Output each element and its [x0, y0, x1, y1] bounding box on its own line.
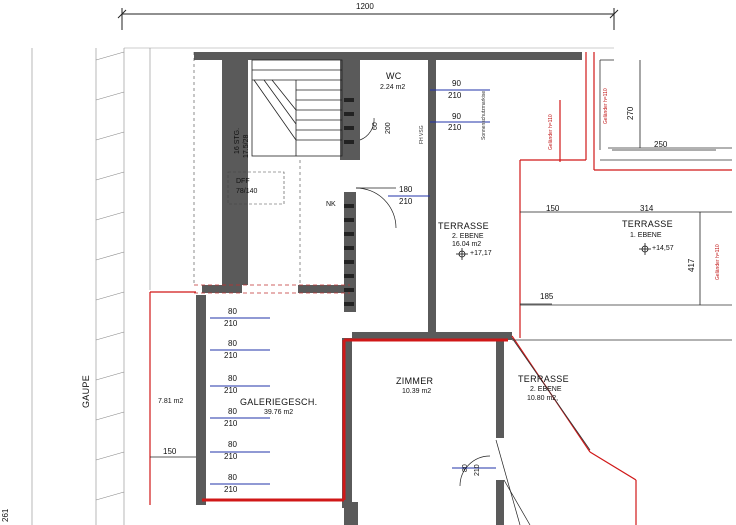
dff-size: 78/140 [236, 188, 258, 195]
terrace-first-name: TERRASSE [622, 219, 673, 229]
level-symbols [456, 243, 651, 260]
gallery-name: GALERIEGESCH. [240, 397, 318, 407]
wc-room-name: WC [386, 71, 402, 81]
corridor-door-width: 180 [399, 185, 413, 194]
terrace-outlines [511, 59, 732, 451]
terrace-upper-height: +17,17 [470, 250, 492, 257]
gallery-door-6-height: 210 [224, 485, 238, 494]
dimension-314: 314 [640, 204, 654, 213]
terrace-upper-name: TERRASSE [438, 221, 489, 231]
dimension-150-top: 150 [546, 204, 560, 213]
walls [194, 52, 582, 525]
dimension-250: 250 [654, 140, 668, 149]
terrace-lower-area: 10.80 m2, [527, 395, 559, 402]
stair-count: 16 STG. [234, 127, 241, 154]
zimmer-name: ZIMMER [396, 376, 434, 386]
terrace-first-level: 1. EBENE [630, 232, 662, 239]
wc-door-a-width: 90 [452, 79, 461, 88]
red-thick-walls [202, 338, 508, 502]
gelaender-label-b: Geländer h=110 [603, 88, 609, 124]
gaupe-label: GAUPE [81, 374, 91, 408]
zimmer-area: 10.39 m2 [402, 388, 432, 395]
fh-label: FH VSG [419, 125, 425, 144]
dimension-261: 261 [1, 508, 10, 522]
gelaender-label: Geländer h=110 [548, 114, 554, 150]
dff-window [227, 171, 285, 205]
gallery-door-5-height: 210 [224, 452, 238, 461]
dashed-vertical [193, 52, 301, 285]
blue-marks [210, 89, 496, 485]
gallery-area: 39.76 m2 [264, 409, 294, 416]
gelaender-label-c: Geländer h=110 [715, 244, 721, 280]
zimmer-door-height: 210 [474, 464, 481, 476]
gaupe-strip [31, 47, 614, 525]
corridor-door-height: 210 [399, 197, 413, 206]
dff-label: DFF [236, 178, 250, 185]
door-swings [355, 117, 531, 525]
zimmer-door-width: 80 [462, 464, 469, 472]
terrace-upper-level: 2. EBENE [452, 233, 484, 240]
gallery-door-2-width: 80 [228, 339, 237, 348]
wc-door-b-height: 210 [448, 123, 462, 132]
wc-door-a-height: 210 [448, 91, 462, 100]
dimension-270: 270 [626, 106, 635, 120]
terrace-lower-level: 2. EBENE [530, 386, 562, 393]
staircase [251, 59, 343, 157]
nk-label: NK [326, 201, 336, 208]
stair-ratio: 17.5/28 [243, 134, 250, 158]
overall-dimension-line [117, 8, 619, 30]
gallery-door-1-width: 80 [228, 307, 237, 316]
gallery-door-2-height: 210 [224, 351, 238, 360]
wc-room-area: 2.24 m2 [380, 84, 406, 91]
dimension-lines [150, 60, 732, 458]
gallery-door-3-height: 210 [224, 386, 238, 395]
gallery-door-1-height: 210 [224, 319, 238, 328]
gallery-door-4-height: 210 [224, 419, 238, 428]
dimension-417: 417 [687, 258, 696, 272]
dimension-185: 185 [540, 292, 554, 301]
side-area: 7.81 m2 [158, 398, 184, 405]
gallery-door-4-width: 80 [228, 407, 237, 416]
overall-dimension-label: 1200 [356, 2, 374, 11]
gallery-door-3-width: 80 [228, 374, 237, 383]
terrace-first-height: +14,57 [652, 245, 674, 252]
wc-door-b-width: 90 [452, 112, 461, 121]
red-outlines [149, 52, 732, 525]
dashed-lines [194, 284, 350, 294]
terrace-lower-name: TERRASSE [518, 374, 569, 384]
gallery-door-6-width: 80 [228, 473, 237, 482]
wc-small-door-width: 60 [372, 122, 379, 130]
gallery-door-5-width: 80 [228, 440, 237, 449]
terrace-upper-area: 16.04 m2 [452, 241, 482, 248]
sonnenschutz-label: Sonnenschutzmarkise [481, 90, 487, 140]
wc-small-door-height: 200 [385, 122, 392, 134]
dimension-150-left: 150 [163, 447, 177, 456]
radiator-blocks [344, 98, 354, 306]
